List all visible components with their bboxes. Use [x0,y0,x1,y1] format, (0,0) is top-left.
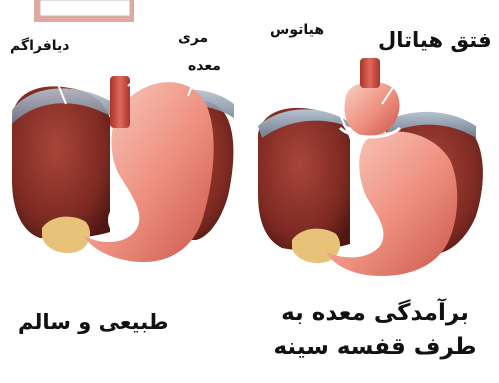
esophagus-normal [110,76,130,128]
label-hiatus: هیاتوس [270,22,324,38]
aorta-opening-hernia [362,222,382,250]
caption-stomach-displaced: برآمدگی معده به طرف قفسه سینه [262,296,488,364]
label-esophagus: مری [178,30,208,46]
label-diaphragm: دیافراگم [10,38,70,54]
label-stomach: معده [188,58,221,74]
leader-esophagus [128,46,174,86]
hernia-anatomy [258,40,483,276]
caption-normal: طبیعی و سالم [18,310,169,334]
fat-pad-normal [42,217,90,253]
normal-anatomy [12,46,234,262]
esophagus-hernia [360,58,380,88]
aorta-opening-normal [108,206,128,234]
cropped-frame [34,0,134,22]
label-hiatal-hernia: فتق هیاتال [378,28,492,52]
